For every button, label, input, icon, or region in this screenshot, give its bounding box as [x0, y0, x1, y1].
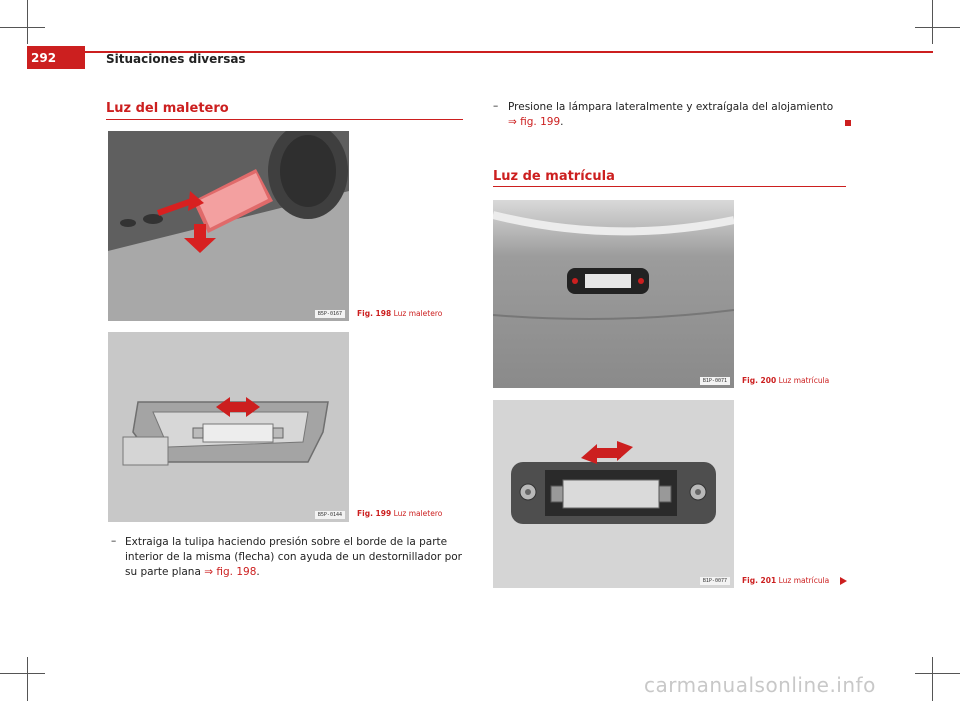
crop-mark	[0, 673, 45, 674]
figure-ref-link[interactable]: ⇒ fig. 198	[204, 566, 257, 578]
caption-prefix: Fig. 200	[742, 376, 777, 385]
figure-198-image: B5P-0167	[108, 131, 349, 321]
red-square-icon	[845, 120, 851, 126]
figure-code: B1P-0071	[699, 377, 730, 385]
crop-mark	[915, 27, 960, 28]
caption-text: Luz matrícula	[778, 576, 830, 585]
crop-mark	[915, 673, 960, 674]
crop-mark	[932, 0, 933, 44]
figure-code: B5P-0144	[314, 511, 345, 519]
figure-200-image: B1P-0071	[493, 200, 734, 388]
figure-ref-link[interactable]: ⇒ fig. 199	[508, 116, 561, 128]
trunk-interior-illustration	[108, 131, 349, 321]
step-line: Extraiga la tulipa haciendo presión sobr…	[125, 536, 448, 548]
step-line: interior de la misma (flecha) con ayuda …	[125, 551, 462, 563]
section-rule	[493, 186, 846, 187]
step-line: su parte plana ⇒ fig. 198.	[125, 566, 260, 578]
caption-prefix: Fig. 199	[357, 509, 392, 518]
figure-199-caption: Fig. 199 Luz maletero	[357, 509, 442, 518]
caption-text: Luz matrícula	[778, 376, 830, 385]
step-text-tulipa: Extraiga la tulipa haciendo presión sobr…	[125, 535, 470, 580]
chapter-title: Situaciones diversas	[106, 52, 246, 66]
crop-mark	[0, 27, 45, 28]
caption-prefix: Fig. 201	[742, 576, 777, 585]
plate-lamp-illustration	[493, 400, 734, 588]
figure-200-caption: Fig. 200 Luz matrícula	[742, 376, 829, 385]
section-rule	[106, 119, 463, 120]
figure-199-image: B5P-0144	[108, 332, 349, 522]
crop-mark	[27, 657, 28, 701]
step-dash: –	[493, 100, 499, 112]
caption-text: Luz maletero	[393, 509, 443, 518]
caption-prefix: Fig. 198	[357, 309, 392, 318]
red-triangle-arrow-icon	[840, 577, 847, 585]
watermark: carmanualsonline.info	[644, 673, 876, 697]
header-rule	[27, 51, 933, 53]
figure-code: B5P-0167	[314, 310, 345, 318]
section-title-plate-light: Luz de matrícula	[493, 169, 615, 184]
step-line: Presione la lámpara lateralmente y extra…	[508, 101, 834, 113]
page-number: 292	[27, 46, 85, 69]
caption-text: Luz maletero	[393, 309, 443, 318]
step-line: ⇒ fig. 199.	[508, 116, 564, 128]
crop-mark	[932, 657, 933, 701]
step-dash: –	[111, 535, 117, 547]
lamp-housing-illustration	[108, 332, 349, 522]
figure-198-caption: Fig. 198 Luz maletero	[357, 309, 442, 318]
figure-201-image: B1P-0077	[493, 400, 734, 588]
figure-code: B1P-0077	[699, 577, 730, 585]
section-title-trunk-light: Luz del maletero	[106, 101, 229, 116]
rear-plate-illustration	[493, 200, 734, 388]
step-text-lamp: Presione la lámpara lateralmente y extra…	[508, 100, 848, 130]
figure-201-caption: Fig. 201 Luz matrícula	[742, 576, 829, 585]
crop-mark	[27, 0, 28, 44]
